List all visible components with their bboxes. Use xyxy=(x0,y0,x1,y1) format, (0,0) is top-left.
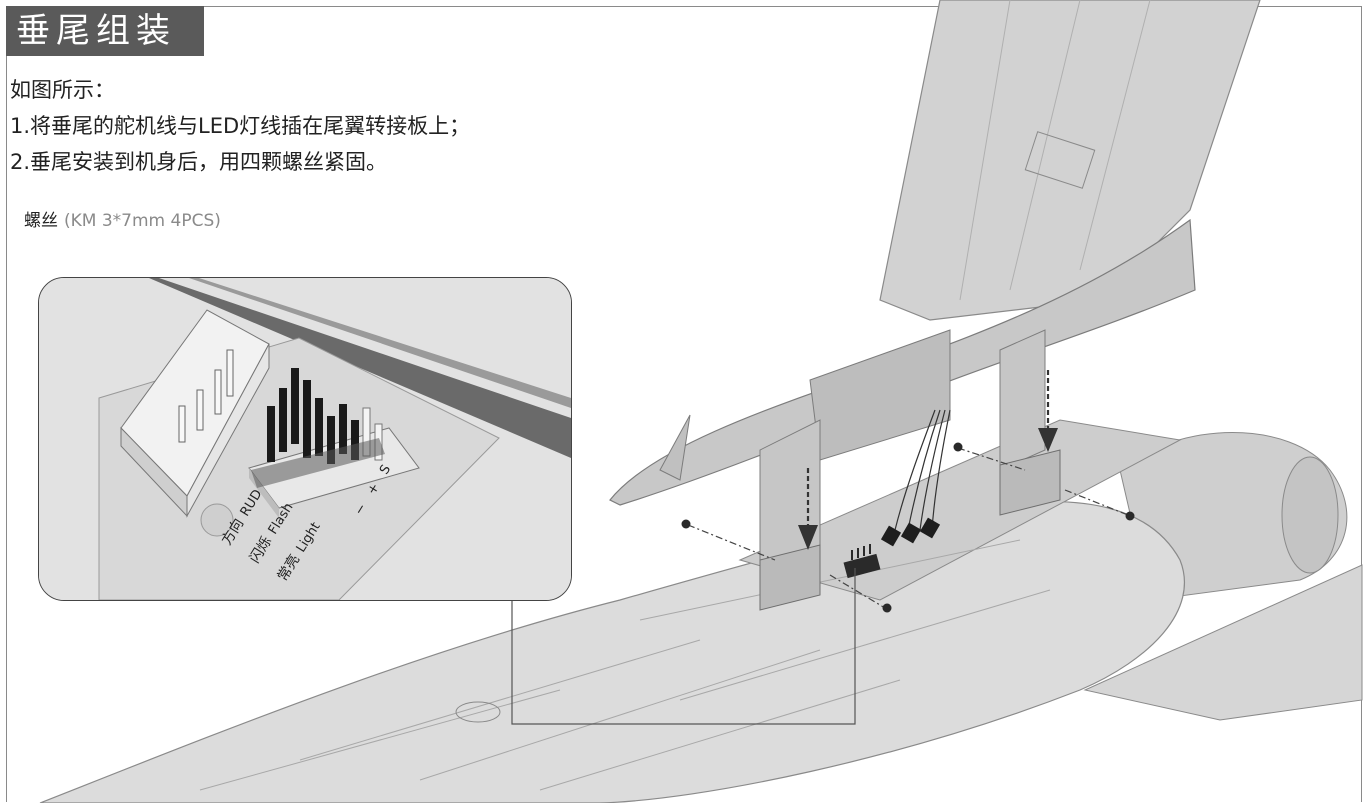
horizontal-stabilizer xyxy=(1083,564,1363,721)
nozzle-rim xyxy=(1281,456,1339,574)
instruction-step-1: 1.将垂尾的舵机线与LED灯线插在尾翼转接板上； xyxy=(10,114,471,138)
panel-lines xyxy=(199,539,1051,791)
adapter-board-inset: 方向 RUD 闪烁 Flash 常亮 Light − + S xyxy=(38,277,572,601)
inset-black-pins xyxy=(267,368,359,464)
fuselage-hatch xyxy=(455,701,501,723)
screw-1 xyxy=(681,519,691,529)
fin-lines xyxy=(959,0,1151,301)
fin-access-panel xyxy=(1024,131,1096,189)
inset-housing-pins xyxy=(178,349,234,443)
screw-label: 螺丝 xyxy=(24,211,58,231)
page-frame xyxy=(6,6,1362,802)
fin-side-plate xyxy=(809,329,951,461)
fuselage-top xyxy=(738,419,1182,601)
instruction-step-2: 2.垂尾安装到机身后，用四颗螺丝紧固。 xyxy=(10,150,388,174)
instructions-intro: 如图所示： xyxy=(10,78,115,102)
instructions-block: 如图所示： 1.将垂尾的舵机线与LED灯线插在尾翼转接板上； 2.垂尾安装到机身… xyxy=(10,72,470,180)
screw-3 xyxy=(1125,511,1135,521)
arrow-front-head xyxy=(798,525,818,550)
fin-small-fin xyxy=(659,414,691,481)
inset-mount-hole xyxy=(200,503,234,537)
screw-spec-note: 螺丝 (KM 3*7mm 4PCS) xyxy=(24,206,221,231)
screw-2 xyxy=(953,442,963,452)
screws xyxy=(681,442,1135,613)
inset-slot-row xyxy=(251,438,385,488)
servo-wires xyxy=(894,409,951,531)
inset-illustration: 方向 RUD 闪烁 Flash 常亮 Light − + S xyxy=(39,278,571,600)
arrow-rear-head xyxy=(1038,428,1058,452)
fin-support-right xyxy=(999,329,1046,471)
screw-guides xyxy=(687,447,1129,609)
page-title: 垂尾组装 xyxy=(6,6,204,56)
front-bracket xyxy=(759,544,821,611)
inset-rail-edge xyxy=(189,278,571,408)
screw-spec: (KM 3*7mm 4PCS) xyxy=(64,211,221,231)
adapter-board xyxy=(843,553,881,579)
callout-line xyxy=(511,568,856,725)
rear-bracket xyxy=(999,449,1061,516)
wire-connectors xyxy=(880,517,941,547)
screw-4 xyxy=(882,603,892,613)
tail-fin xyxy=(879,0,1261,321)
adapter-pins xyxy=(851,544,871,560)
